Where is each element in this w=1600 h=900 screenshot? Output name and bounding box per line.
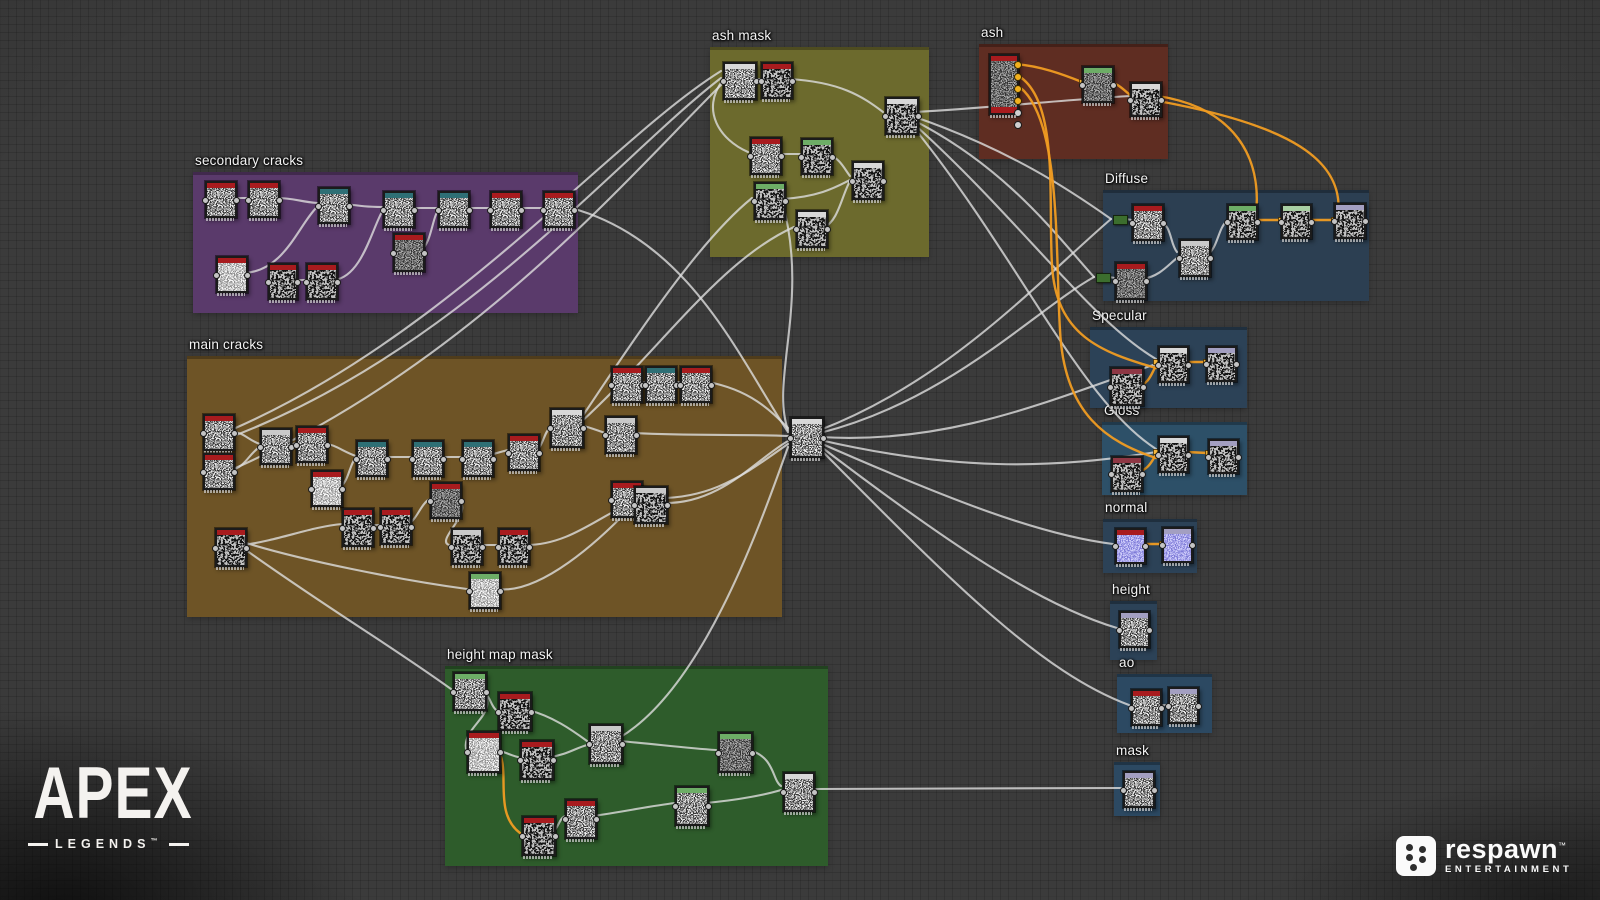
respawn-logo: respawn™ ENTERTAINMENT xyxy=(1396,833,1573,876)
respawn-logo-subtitle: ENTERTAINMENT xyxy=(1445,864,1573,876)
apex-logo-subtitle: LEGENDS™ xyxy=(55,837,163,851)
dash-left xyxy=(28,842,48,846)
dash-right xyxy=(169,842,190,846)
apex-logo-title: APEX xyxy=(33,752,193,835)
respawn-dice-icon xyxy=(1396,836,1436,876)
apex-logo-subtitle-row: LEGENDS™ xyxy=(28,837,198,851)
apex-legends-logo: APEX LEGENDS™ xyxy=(28,752,198,851)
respawn-logo-name: respawn™ xyxy=(1445,833,1567,864)
